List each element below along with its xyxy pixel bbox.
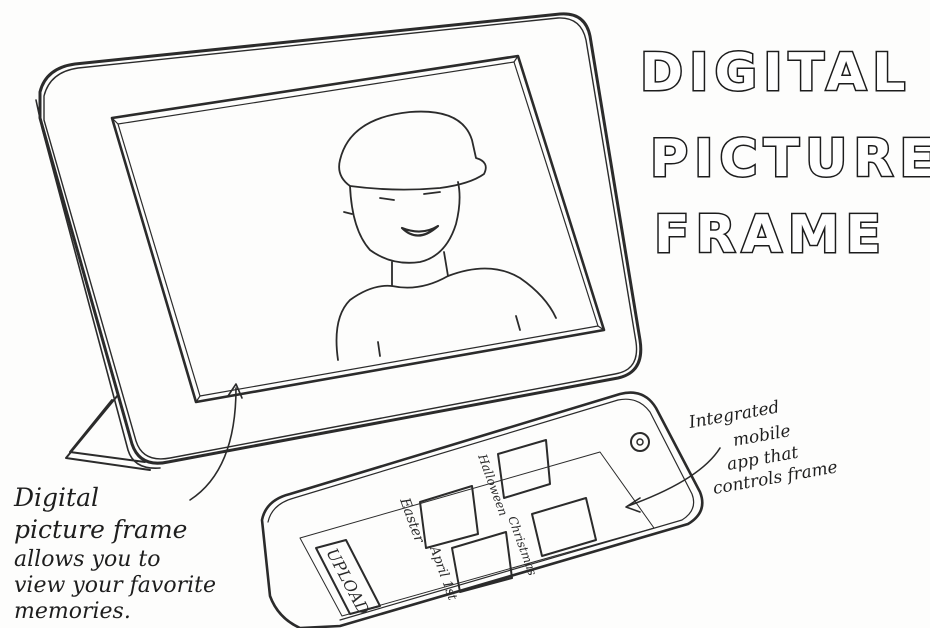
frame-annotation: Digital picture frame allows you to view… — [13, 483, 216, 624]
album-label-halloween: Halloween — [475, 451, 511, 518]
frame-stand — [66, 395, 150, 470]
upload-button-label: UPLOAD — [322, 545, 373, 618]
picture-frame — [36, 14, 641, 468]
frame-note-line-3: allows you to — [14, 547, 160, 572]
frame-note-line-1: Digital — [13, 483, 99, 512]
title-line-1: DIGITAL — [640, 43, 911, 103]
upload-button[interactable]: UPLOAD — [316, 540, 380, 618]
app-annotation: Integrated mobile app that controls fram… — [686, 397, 839, 499]
person-photo — [337, 112, 557, 360]
sketch-title: DIGITAL PICTURE FRAME — [640, 43, 930, 265]
frame-note-line-4: view your favorite — [14, 573, 216, 598]
title-line-3: FRAME — [654, 205, 887, 265]
album-label-april: April 1st — [426, 543, 460, 603]
frame-note-line-2: picture frame — [14, 515, 187, 544]
frame-note-line-5: memories. — [14, 599, 131, 624]
title-line-2: PICTURE — [650, 129, 930, 189]
album-tile-april[interactable] — [452, 532, 512, 592]
